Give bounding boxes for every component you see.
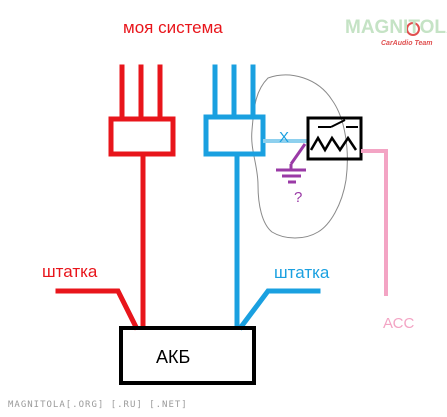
logo-subtitle: CarAudio Team [381,40,433,47]
acc-label: АСС [383,315,415,332]
blue-connector-box [203,114,266,157]
red-stock-wire [55,288,140,331]
red-connector-group [55,64,176,331]
cross-mark: X [279,129,290,146]
highlight-outline [251,74,348,239]
stock-label-right: штатка [274,263,330,282]
magnitola-logo: MAGNITOLA CarAudio Team [345,17,447,51]
stock-label-left: штатка [42,262,98,281]
blue-connector-group [203,64,321,331]
battery-label: АКБ [156,347,191,367]
battery-box [119,326,256,385]
ground-icon [276,143,307,184]
blue-stock-wire [237,288,321,331]
logo-ring-icon [406,22,420,36]
page-title: моя система [123,18,223,37]
acc-wire [361,149,388,296]
logo-word: MAGNITOLA [345,17,447,38]
relay-icon [306,116,363,161]
question-mark: ? [294,189,303,206]
watermark-text: MAGNITOLA[.ORG] [.RU] [.NET] [8,400,188,410]
red-connector-box [108,116,176,157]
